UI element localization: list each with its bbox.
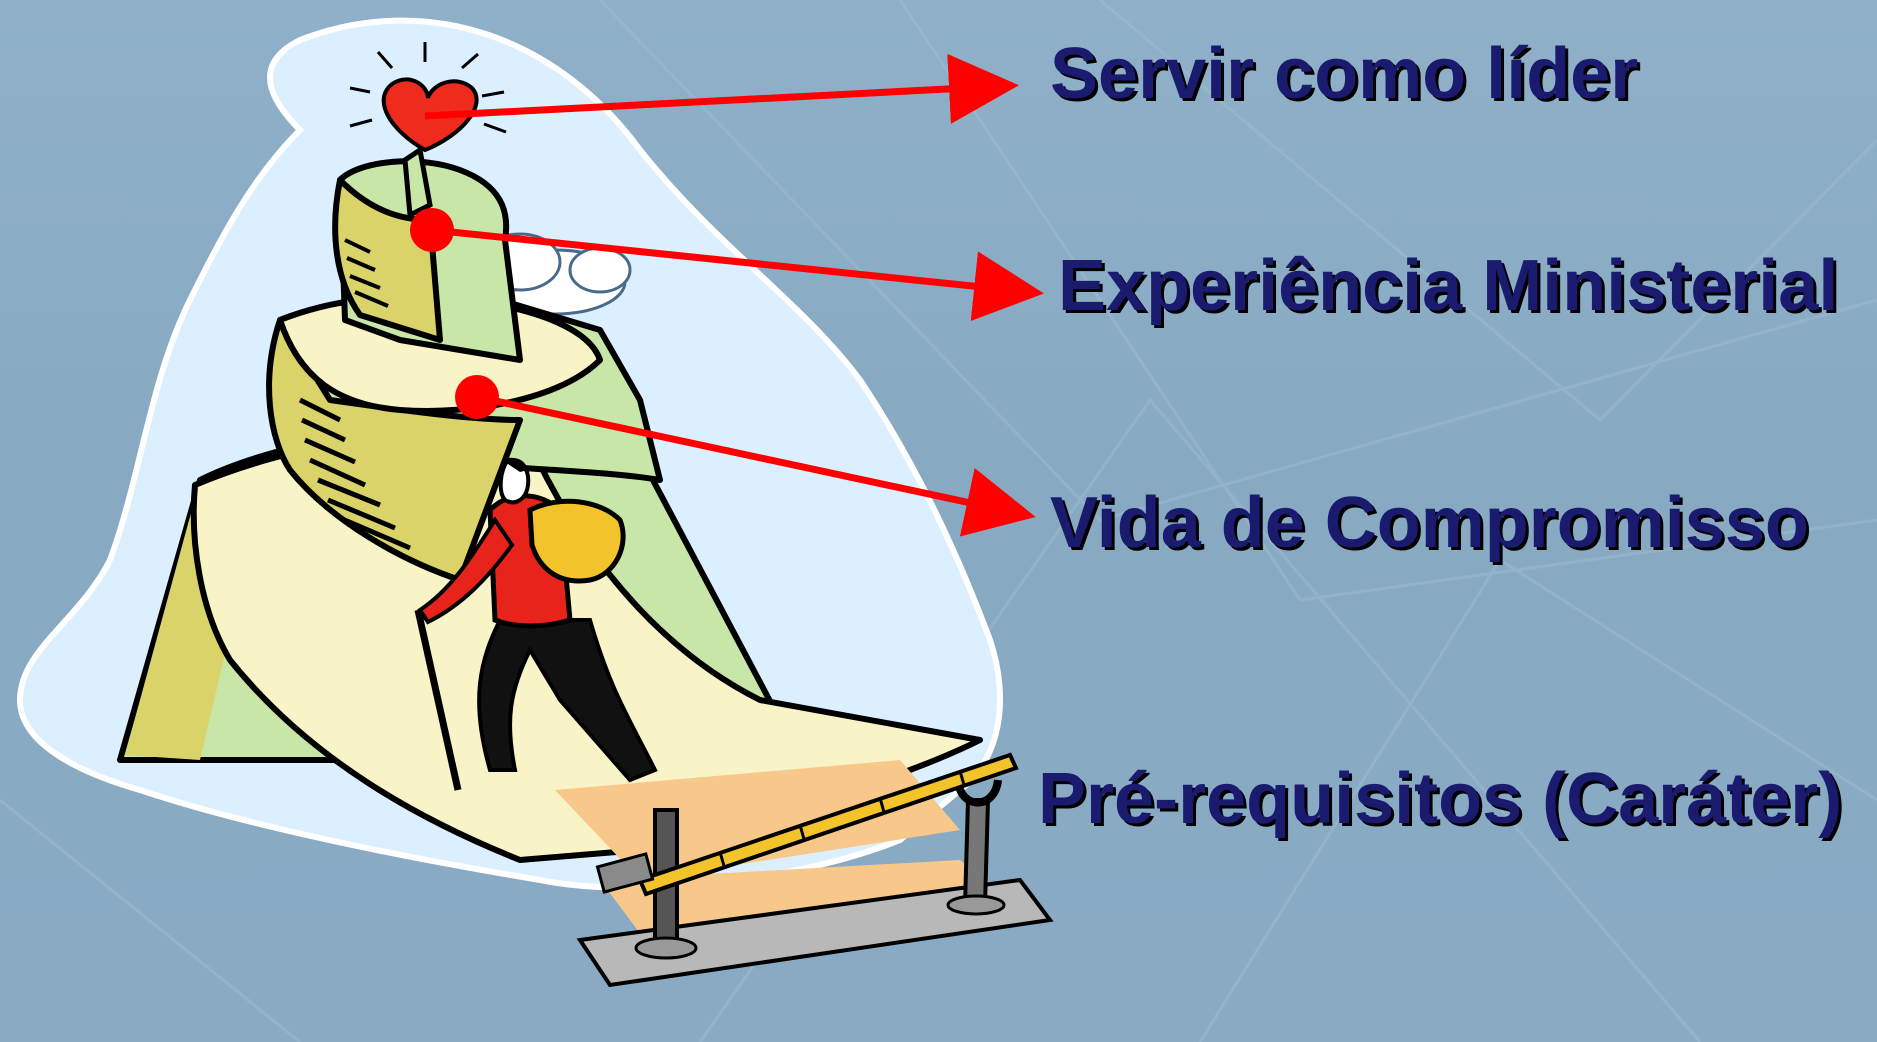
label-pre-requisitos: Pré-requisitos (Caráter) xyxy=(1038,759,1843,839)
arrow-experiencia xyxy=(431,226,1044,322)
hatch-top xyxy=(344,238,389,308)
climber-figure xyxy=(414,457,658,791)
arrow-vida xyxy=(476,393,1036,537)
top-spire xyxy=(402,145,433,219)
arrows xyxy=(410,53,1044,537)
label-experiencia-ministerial: Experiência Ministerial xyxy=(1058,246,1839,326)
hatch-middle xyxy=(298,397,411,551)
gate-barrier xyxy=(576,752,1054,988)
arrow-servir xyxy=(424,53,1019,124)
label-vida-de-compromisso: Vida de Compromisso xyxy=(1050,483,1809,563)
label-servir-como-lider: Servir como líder xyxy=(1050,34,1639,114)
